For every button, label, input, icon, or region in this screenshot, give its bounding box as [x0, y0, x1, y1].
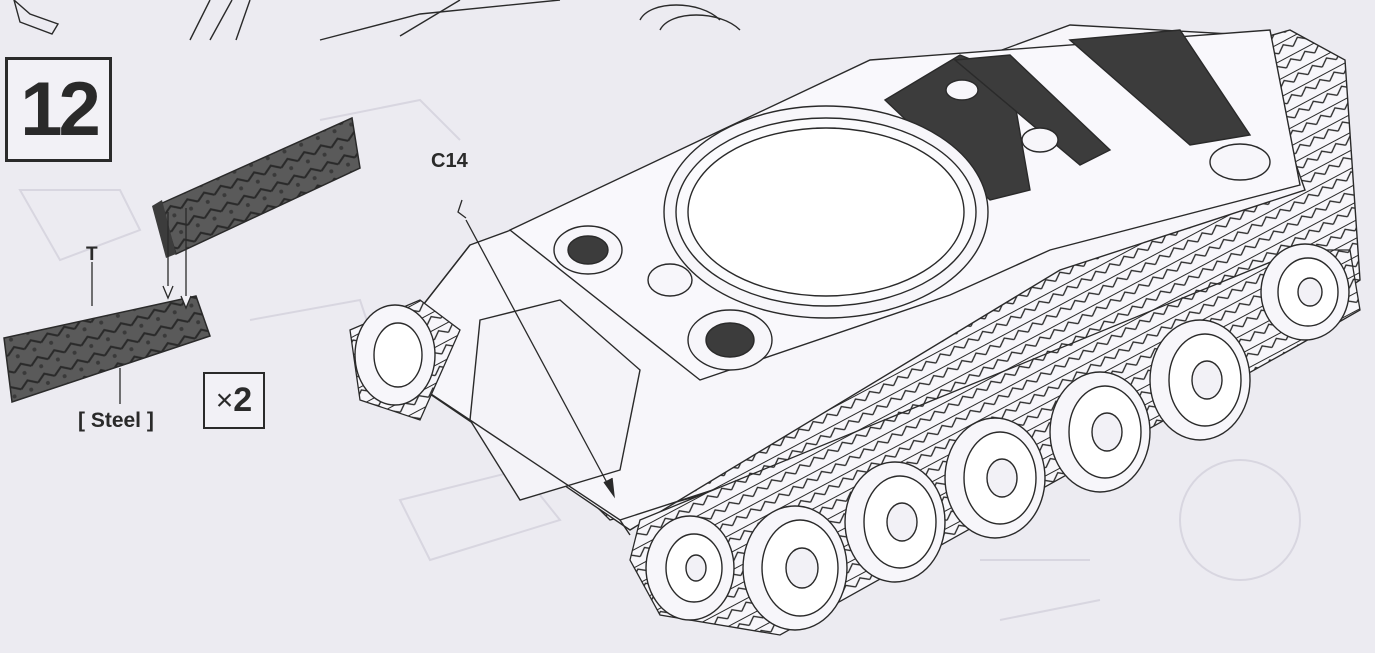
- quantity-symbol: ×: [215, 383, 234, 417]
- road-wheel: [944, 417, 1046, 539]
- track-link-segment-lower: [3, 295, 211, 404]
- c14-leader: [457, 199, 615, 499]
- track-part-label: T: [86, 244, 98, 265]
- drive-sprocket-rear: [354, 304, 436, 406]
- tank-hull: [378, 24, 1361, 536]
- step-number-box: 12: [5, 57, 112, 162]
- road-wheel: [844, 461, 946, 583]
- idler-wheel: [1260, 243, 1350, 341]
- drive-sprocket: [645, 515, 735, 621]
- step-number: 12: [20, 66, 101, 152]
- track-link-segment-upper: [152, 116, 361, 258]
- previous-step-artwork: [13, 0, 741, 41]
- assembly-arrows-track: [91, 208, 192, 404]
- track-material-label: [ Steel ]: [78, 409, 154, 432]
- c14-part-label: C14: [431, 150, 468, 172]
- road-wheel: [742, 505, 848, 631]
- quantity-box: × 2: [203, 372, 265, 429]
- quantity-count: 2: [233, 381, 253, 419]
- road-wheel: [1049, 371, 1151, 493]
- road-wheels: [354, 243, 1350, 631]
- road-wheel: [1149, 319, 1251, 441]
